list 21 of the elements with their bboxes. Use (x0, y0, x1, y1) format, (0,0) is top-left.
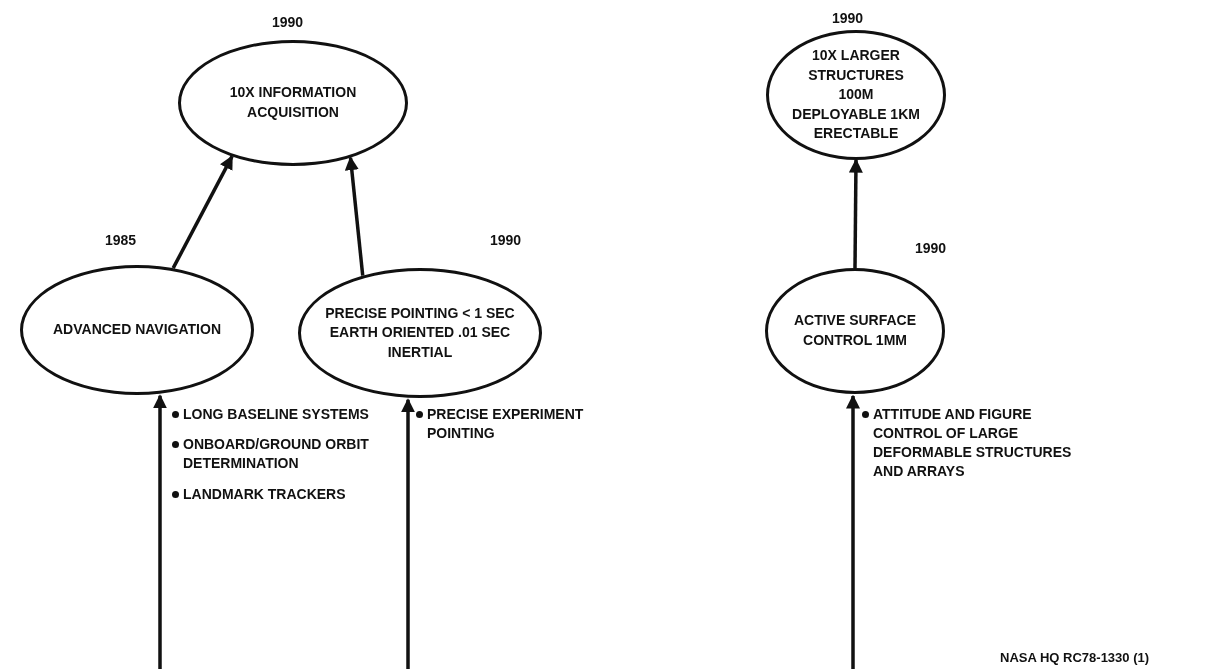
year-label: 1990 (490, 232, 522, 248)
year-label: 1990 (832, 10, 864, 26)
reference-number: NASA HQ RC78-1330 (1) (1000, 650, 1150, 665)
bullet-text: LANDMARK TRACKERS (183, 485, 346, 504)
arrow (344, 156, 365, 276)
year-label: 1990 (272, 14, 304, 30)
year-label: 1990 (915, 240, 947, 256)
bullet-text: ATTITUDE AND FIGURE CONTROL OF LARGE DEFORMABLE STRUCTURES AND ARRAYS (873, 405, 1073, 481)
arrow (846, 394, 860, 669)
node-label: ADVANCED NAVIGATION (53, 320, 221, 340)
bullet-text: PRECISE EXPERIMENT POINTING (427, 405, 585, 443)
node-label: 10X LARGER STRUCTURES 100M DEPLOYABLE 1KM ERECTABLE (792, 46, 920, 144)
node-label: PRECISE POINTING < 1 SEC EARTH ORIENTED .01 SEC INERTIAL (324, 303, 516, 362)
node-label: ACTIVE SURFACE CONTROL 1MM (792, 311, 918, 350)
node-label: 10X INFORMATION ACQUISITION (228, 83, 358, 122)
bullet-text: LONG BASELINE SYSTEMS (183, 405, 369, 424)
bullet-text: ONBOARD/GROUND ORBIT DETERMINATION (183, 435, 370, 473)
year-label: 1985 (105, 232, 137, 248)
arrow (401, 398, 415, 669)
arrow (848, 158, 863, 268)
arrow (153, 394, 167, 669)
